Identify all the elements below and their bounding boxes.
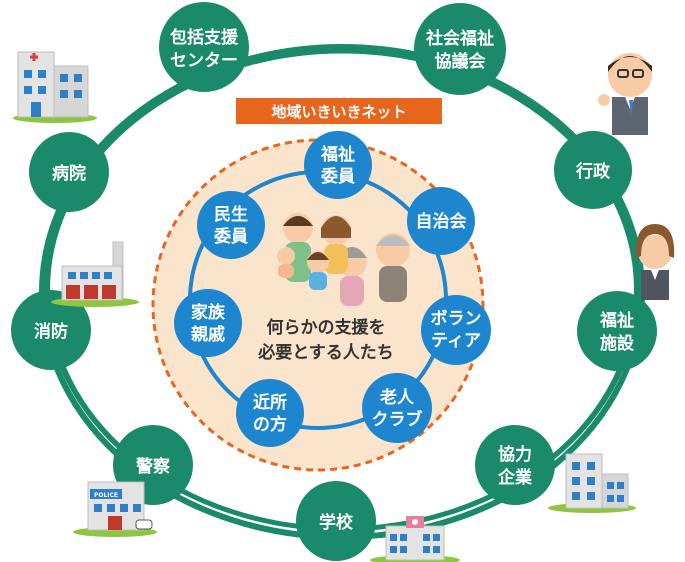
inner-node-family-relatives: 家族 親戚 — [174, 289, 242, 357]
fire-station-icon — [51, 241, 139, 307]
svg-text:老人: 老人 — [379, 387, 415, 408]
network-label-box — [236, 98, 442, 124]
svg-text:民生: 民生 — [214, 204, 248, 225]
outer-node-hospital: 病院 — [29, 132, 109, 212]
svg-text:ティア: ティア — [431, 331, 481, 351]
outer-node-cooperating-business: 協力 企業 — [475, 425, 555, 505]
svg-text:警察: 警察 — [135, 456, 171, 477]
svg-text:クラブ: クラブ — [372, 409, 423, 430]
svg-text:委員: 委員 — [213, 226, 248, 247]
svg-text:家族: 家族 — [191, 302, 226, 323]
svg-text:行政: 行政 — [575, 161, 611, 182]
svg-text:協力: 協力 — [498, 444, 532, 465]
police-station-icon: POLICE — [73, 481, 157, 537]
outer-node-fire-department: 消防 — [11, 290, 91, 370]
outer-node-welfare-facility: 福祉 施設 — [577, 291, 657, 371]
svg-text:福祉: 福祉 — [320, 144, 355, 165]
svg-text:センター: センター — [170, 51, 238, 71]
svg-text:包括支援: 包括支援 — [170, 27, 239, 48]
inner-node-welfare-volunteer: 民生 委員 — [197, 191, 265, 259]
inner-node-volunteer: ボラン ティア — [421, 295, 491, 365]
svg-text:協議会: 協議会 — [435, 51, 486, 72]
svg-text:自治会: 自治会 — [416, 211, 467, 232]
people-illustration — [277, 213, 410, 306]
center-line-2: 必要とする人たち — [257, 342, 394, 363]
company-building-icon — [548, 453, 636, 513]
outer-node-administration: 行政 — [554, 131, 632, 209]
inner-node-seniors-club: 老人 クラブ — [362, 373, 432, 443]
inner-node-neighbors: 近所 の方 — [236, 379, 304, 447]
hospital-building-icon — [13, 51, 97, 123]
outer-node-social-welfare-council: 社会福祉 協議会 — [414, 3, 506, 95]
svg-text:企業: 企業 — [497, 467, 532, 488]
woman-staff-icon — [635, 224, 675, 300]
svg-text:病院: 病院 — [52, 163, 86, 184]
svg-text:学校: 学校 — [319, 512, 354, 533]
network-label: 地域いきいきネット — [271, 103, 406, 121]
svg-text:近所: 近所 — [253, 392, 287, 413]
svg-text:委員: 委員 — [320, 166, 355, 187]
svg-text:福祉: 福祉 — [599, 310, 634, 331]
inner-node-residents-association: 自治会 — [407, 187, 475, 255]
school-building-icon — [370, 516, 460, 562]
businessman-icon — [598, 53, 652, 135]
svg-text:親戚: 親戚 — [191, 324, 225, 345]
svg-text:社会福祉: 社会福祉 — [425, 28, 494, 49]
svg-text:の方: の方 — [253, 414, 287, 435]
outer-node-school: 学校 — [296, 481, 376, 561]
svg-text:ボラン: ボラン — [431, 309, 482, 329]
inner-node-welfare-commissioner: 福祉 委員 — [304, 131, 372, 199]
svg-text:消防: 消防 — [34, 321, 68, 342]
outer-node-support-center: 包括支援 センター — [159, 2, 249, 92]
svg-text:施設: 施設 — [600, 333, 635, 354]
center-line-1: 何らかの支援を — [267, 317, 386, 338]
police-sign: POLICE — [94, 492, 118, 499]
